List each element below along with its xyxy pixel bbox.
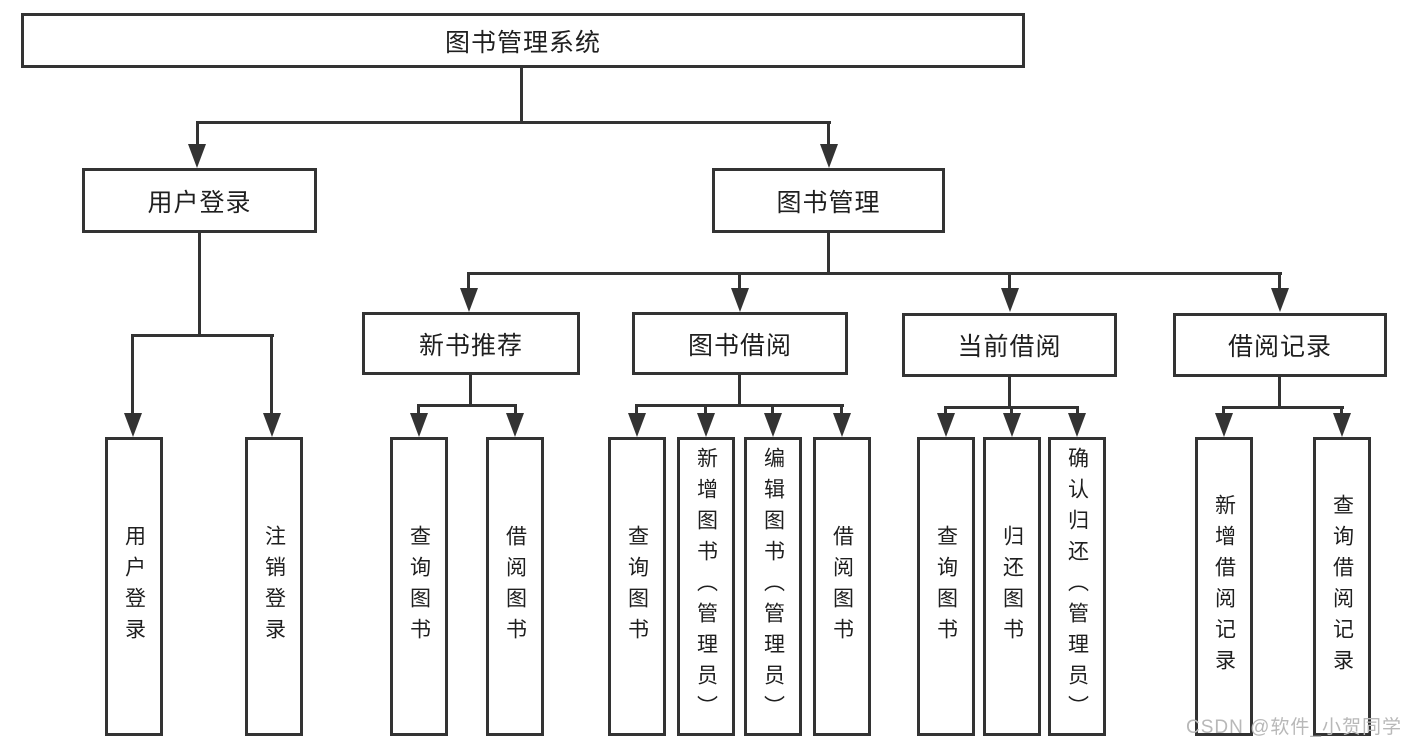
connector-vline <box>738 375 741 404</box>
node-current-borrow: 当前借阅 <box>902 313 1117 377</box>
leaf-return-book: 归还图书 <box>983 437 1041 736</box>
arrowhead-down-icon <box>628 413 646 437</box>
connector-vline <box>196 121 199 148</box>
arrowhead-down-icon <box>833 413 851 437</box>
node-borrow-records-label: 借阅记录 <box>1227 333 1332 361</box>
leaf-logout: 注销登录 <box>245 437 303 736</box>
leaf-add-book-admin-label: 新增图书（管理员） <box>694 447 718 726</box>
leaf-confirm-return-admin-label: 确认归还（管理员） <box>1065 447 1089 726</box>
connector-vline <box>635 404 638 418</box>
arrowhead-down-icon <box>188 144 206 168</box>
node-book-management: 图书管理 <box>712 168 945 233</box>
connector-vline <box>131 334 134 418</box>
node-current-borrow-label: 当前借阅 <box>957 333 1062 361</box>
node-book-management-label: 图书管理 <box>776 188 881 217</box>
connector-vline <box>738 272 741 292</box>
arrowhead-down-icon <box>460 288 478 312</box>
arrowhead-down-icon <box>937 413 955 437</box>
connector-vline <box>1076 406 1079 418</box>
arrowhead-down-icon <box>124 413 142 437</box>
node-user-login-label: 用户登录 <box>147 188 252 217</box>
arrowhead-down-icon <box>731 288 749 312</box>
leaf-query-borrow-record-label: 查询借阅记录 <box>1330 493 1354 680</box>
arrowhead-down-icon <box>820 144 838 168</box>
leaf-borrow-books-2: 借阅图书 <box>813 437 871 736</box>
connector-vline <box>827 233 830 272</box>
node-new-book-recommend: 新书推荐 <box>362 312 580 375</box>
connector-vline <box>198 233 201 334</box>
connector-vline <box>417 404 420 418</box>
arrowhead-down-icon <box>506 413 524 437</box>
leaf-return-book-label: 归还图书 <box>1000 524 1024 649</box>
leaf-edit-book-admin-label: 编辑图书（管理员） <box>761 447 785 726</box>
arrowhead-down-icon <box>263 413 281 437</box>
leaf-query-books-3-label: 查询图书 <box>934 524 958 649</box>
leaf-query-books-3: 查询图书 <box>917 437 975 736</box>
leaf-query-books-1-label: 查询图书 <box>407 524 431 649</box>
connector-vline <box>1222 406 1225 418</box>
leaf-user-login-label: 用户登录 <box>122 524 146 649</box>
leaf-query-books-2: 查询图书 <box>608 437 666 736</box>
arrowhead-down-icon <box>410 413 428 437</box>
leaf-borrow-books-1: 借阅图书 <box>486 437 544 736</box>
node-book-borrow: 图书借阅 <box>632 312 848 375</box>
connector-hline <box>196 121 831 124</box>
arrowhead-down-icon <box>1215 413 1233 437</box>
leaf-query-books-1: 查询图书 <box>390 437 448 736</box>
connector-hline <box>467 272 1282 275</box>
connector-vline <box>467 272 470 292</box>
leaf-edit-book-admin: 编辑图书（管理员） <box>744 437 802 736</box>
node-borrow-records: 借阅记录 <box>1173 313 1387 377</box>
arrowhead-down-icon <box>697 413 715 437</box>
leaf-query-borrow-record: 查询借阅记录 <box>1313 437 1371 736</box>
connector-vline <box>1340 406 1343 418</box>
connector-vline <box>1278 272 1281 292</box>
leaf-user-login: 用户登录 <box>105 437 163 736</box>
connector-hline <box>417 404 517 407</box>
connector-vline <box>469 375 472 404</box>
node-book-borrow-label: 图书借阅 <box>687 331 792 360</box>
node-root: 图书管理系统 <box>21 13 1025 68</box>
arrowhead-down-icon <box>1001 288 1019 312</box>
connector-vline <box>944 406 947 418</box>
connector-vline <box>514 404 517 418</box>
connector-vline <box>771 404 774 418</box>
csdn-watermark: CSDN @软件_小贺同学 <box>1186 717 1402 738</box>
connector-vline <box>1010 406 1013 418</box>
connector-vline <box>840 404 843 418</box>
connector-hline <box>635 404 844 407</box>
node-root-label: 图书管理系统 <box>444 28 601 57</box>
node-new-book-recommend-label: 新书推荐 <box>418 331 523 360</box>
leaf-borrow-books-2-label: 借阅图书 <box>830 524 854 649</box>
connector-vline <box>520 68 523 121</box>
connector-hline <box>1222 406 1344 409</box>
leaf-logout-label: 注销登录 <box>262 524 286 649</box>
node-user-login: 用户登录 <box>82 168 317 233</box>
leaf-confirm-return-admin: 确认归还（管理员） <box>1048 437 1106 736</box>
connector-vline <box>1278 377 1281 406</box>
connector-vline <box>270 334 273 418</box>
arrowhead-down-icon <box>1271 288 1289 312</box>
connector-vline <box>827 121 830 148</box>
leaf-add-borrow-record: 新增借阅记录 <box>1195 437 1253 736</box>
connector-vline <box>1008 377 1011 406</box>
connector-hline <box>131 334 274 337</box>
leaf-add-book-admin: 新增图书（管理员） <box>677 437 735 736</box>
arrowhead-down-icon <box>1003 413 1021 437</box>
arrowhead-down-icon <box>764 413 782 437</box>
connector-vline <box>704 404 707 418</box>
leaf-query-books-2-label: 查询图书 <box>625 524 649 649</box>
leaf-add-borrow-record-label: 新增借阅记录 <box>1212 493 1236 680</box>
connector-vline <box>1008 272 1011 292</box>
leaf-borrow-books-1-label: 借阅图书 <box>503 524 527 649</box>
arrowhead-down-icon <box>1333 413 1351 437</box>
arrowhead-down-icon <box>1068 413 1086 437</box>
